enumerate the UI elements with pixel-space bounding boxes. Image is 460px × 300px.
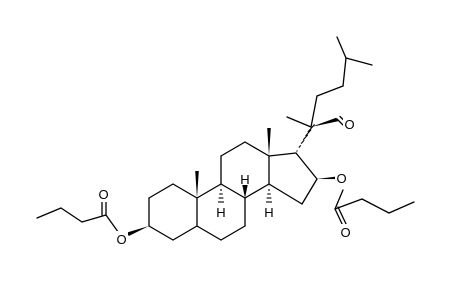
angular-methyl-c13 [267,128,271,156]
ester-oxygen-c3-label: O [116,232,126,247]
ester-oxygen-c16: O [335,170,348,186]
hydrogen-c9-label: H [216,205,225,220]
angular-methyl-c10 [195,171,199,198]
atom-labels: O O O O O H H H [97,116,356,247]
c9-h-hatch [218,185,224,203]
c3-butanoate [36,199,149,237]
c14-h-hatch [266,185,272,203]
carbonyl-oxygen-c3: O [97,186,110,202]
aldehyde-oxygen-label: O [344,117,354,132]
ring-c [220,141,270,199]
c16-butanoate [317,176,415,229]
ring-a [148,183,198,241]
carbonyl-oxygen-c16-label: O [340,225,350,240]
side-chain [286,36,373,152]
hydrogen-c14-label: H [264,205,273,220]
ester-oxygen-c16-label: O [336,171,346,186]
ring-b [196,183,246,241]
c8-h-wedge [242,185,248,198]
ester-oxygen-c3: O [115,231,128,247]
carbonyl-oxygen-c3-label: O [98,187,108,202]
hydrogen-c8-label: H [240,172,249,187]
carbonyl-oxygen-c16: O [339,224,352,240]
aldehyde-oxygen: O [343,116,356,132]
ring-d [268,152,318,205]
